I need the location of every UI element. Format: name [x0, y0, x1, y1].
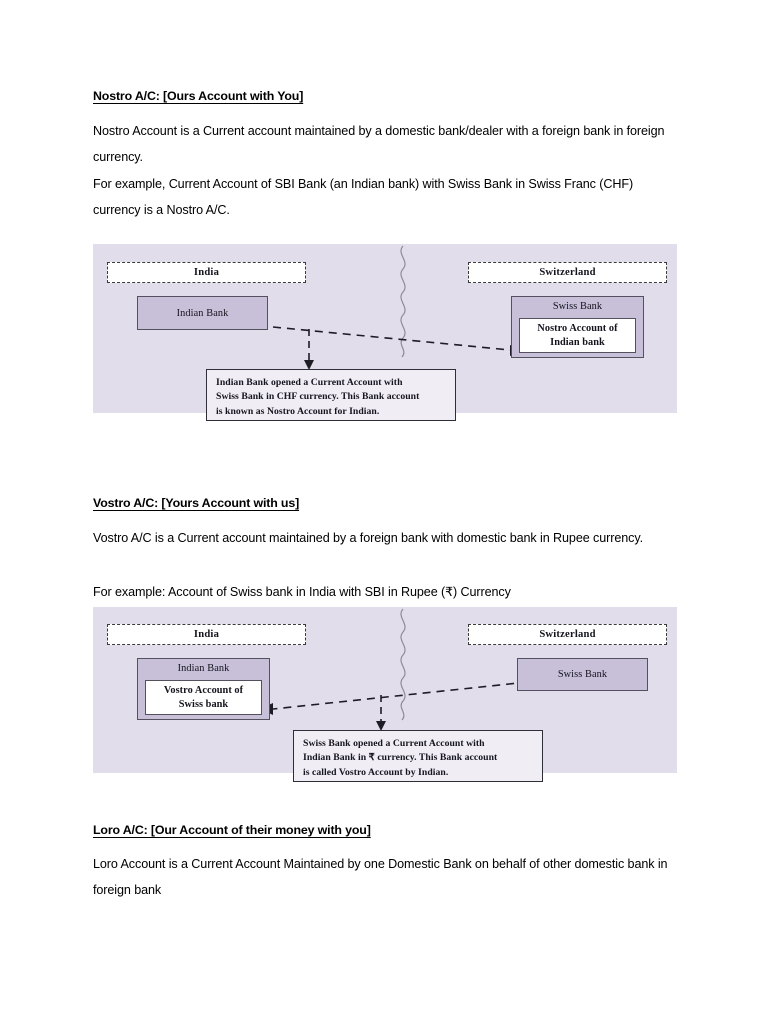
paragraph-nostro-example: For example, Current Account of SBI Bank… — [93, 177, 634, 217]
vostro-connector-line — [272, 681, 529, 710]
note-nostro-line2: Swiss Bank in CHF currency. This Bank ac… — [216, 391, 420, 403]
bank-box-indian-bank-title: Indian Bank — [177, 663, 230, 674]
section-heading-nostro: Nostro A/C: [Ours Account with You] — [93, 89, 304, 103]
section-heading-vostro: Vostro A/C: [Yours Account with us] — [93, 496, 300, 510]
section-heading-loro: Loro A/C: [Our Account of their money wi… — [93, 823, 371, 837]
vostro-account-line1: Vostro Account of — [163, 685, 244, 696]
account-box-nostro: Nostro Account of Indian bank — [519, 318, 636, 353]
country-label-india: India — [107, 262, 306, 283]
country-label-india: India — [107, 624, 306, 645]
note-nostro-line1: Indian Bank opened a Current Account wit… — [216, 377, 403, 388]
note-vostro-line2: Indian Bank in ₹ currency. This Bank acc… — [303, 752, 498, 764]
nostro-connector-line — [272, 326, 511, 351]
note-nostro-line3: is known as Nostro Account for Indian. — [216, 405, 380, 417]
account-box-vostro-text: Vostro Account of Swiss bank — [164, 684, 243, 711]
paragraph-loro-definition: Loro Account is a Current Account Mainta… — [93, 857, 668, 897]
bank-box-indian-bank: Indian Bank — [137, 296, 268, 330]
nostro-account-line2: Indian bank — [550, 336, 605, 348]
account-box-nostro-text: Nostro Account of Indian bank — [537, 322, 617, 349]
paragraph-vostro-example: For example: Account of Swiss bank in In… — [93, 585, 511, 599]
diagram-nostro: India Switzerland Indian Bank Swiss Bank… — [93, 244, 677, 421]
paragraph-nostro-definition: Nostro Account is a Current account main… — [93, 124, 665, 164]
nostro-account-line1: Nostro Account of — [537, 323, 618, 334]
country-label-switzerland: Switzerland — [468, 624, 667, 645]
vostro-account-line2: Swiss bank — [178, 698, 229, 710]
note-box-vostro: Swiss Bank opened a Current Account with… — [293, 730, 543, 782]
country-border-wavy-line — [400, 245, 406, 358]
note-box-nostro: Indian Bank opened a Current Account wit… — [206, 369, 456, 421]
country-border-wavy-line — [400, 608, 406, 721]
note-vostro-line3: is called Vostro Account by Indian. — [303, 766, 449, 778]
country-label-switzerland: Switzerland — [468, 262, 667, 283]
bank-box-swiss-bank-title: Swiss Bank — [552, 301, 603, 312]
note-vostro-line1: Swiss Bank opened a Current Account with — [303, 738, 485, 749]
bank-box-swiss-bank: Swiss Bank — [517, 658, 648, 691]
paragraph-vostro-definition: Vostro A/C is a Current account maintain… — [93, 531, 643, 545]
diagram-vostro: India Switzerland Indian Bank Vostro Acc… — [93, 607, 677, 782]
account-box-vostro: Vostro Account of Swiss bank — [145, 680, 262, 715]
